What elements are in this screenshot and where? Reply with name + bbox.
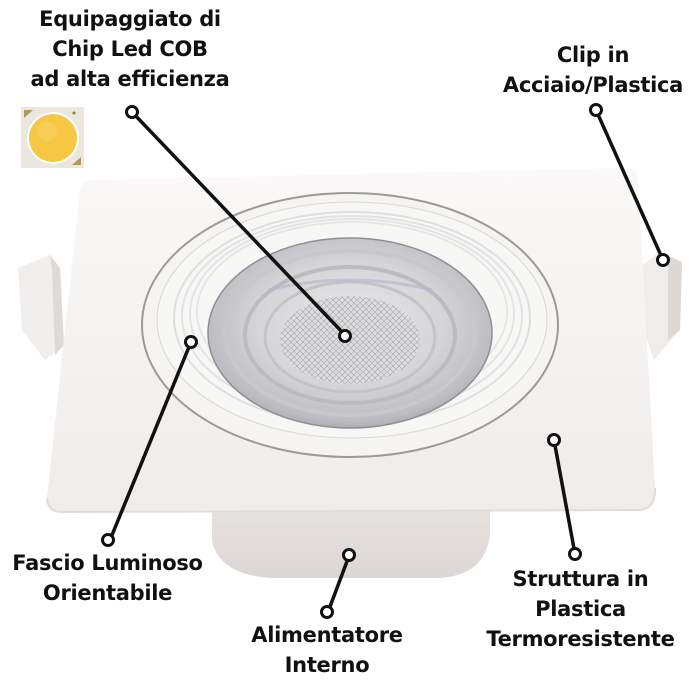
callout-lines [108,109,665,613]
callout-dots [101,103,670,619]
label-line: Equipaggiato di [39,7,221,31]
callout-label-driver: Alimentatore Interno [232,620,422,680]
label-line: Fascio Luminoso [12,551,203,575]
callout-label-clip: Clip in Acciaio/Plastica [488,40,698,100]
label-line: ad alta efficienza [30,67,230,91]
callout-label-structure: Struttura in Plastica Termoresistente [468,564,693,654]
cob-chip-icon [21,107,84,168]
label-line: Acciaio/Plastica [502,73,684,97]
label-line: Struttura in [512,567,649,591]
callout-label-cob-chip: Equipaggiato di Chip Led COB ad alta eff… [10,4,250,94]
left-clip [18,255,64,360]
label-line: Clip in [556,43,630,67]
label-line: Termoresistente [486,627,675,651]
driver-housing [212,505,490,578]
label-line: Alimentatore [251,623,403,647]
label-line: Orientabile [42,581,173,605]
callout-label-beam: Fascio Luminoso Orientabile [0,548,215,608]
label-line: Interno [284,653,370,677]
label-line: Chip Led COB [52,37,208,61]
right-clip [636,252,682,360]
label-line: Plastica [535,597,626,621]
